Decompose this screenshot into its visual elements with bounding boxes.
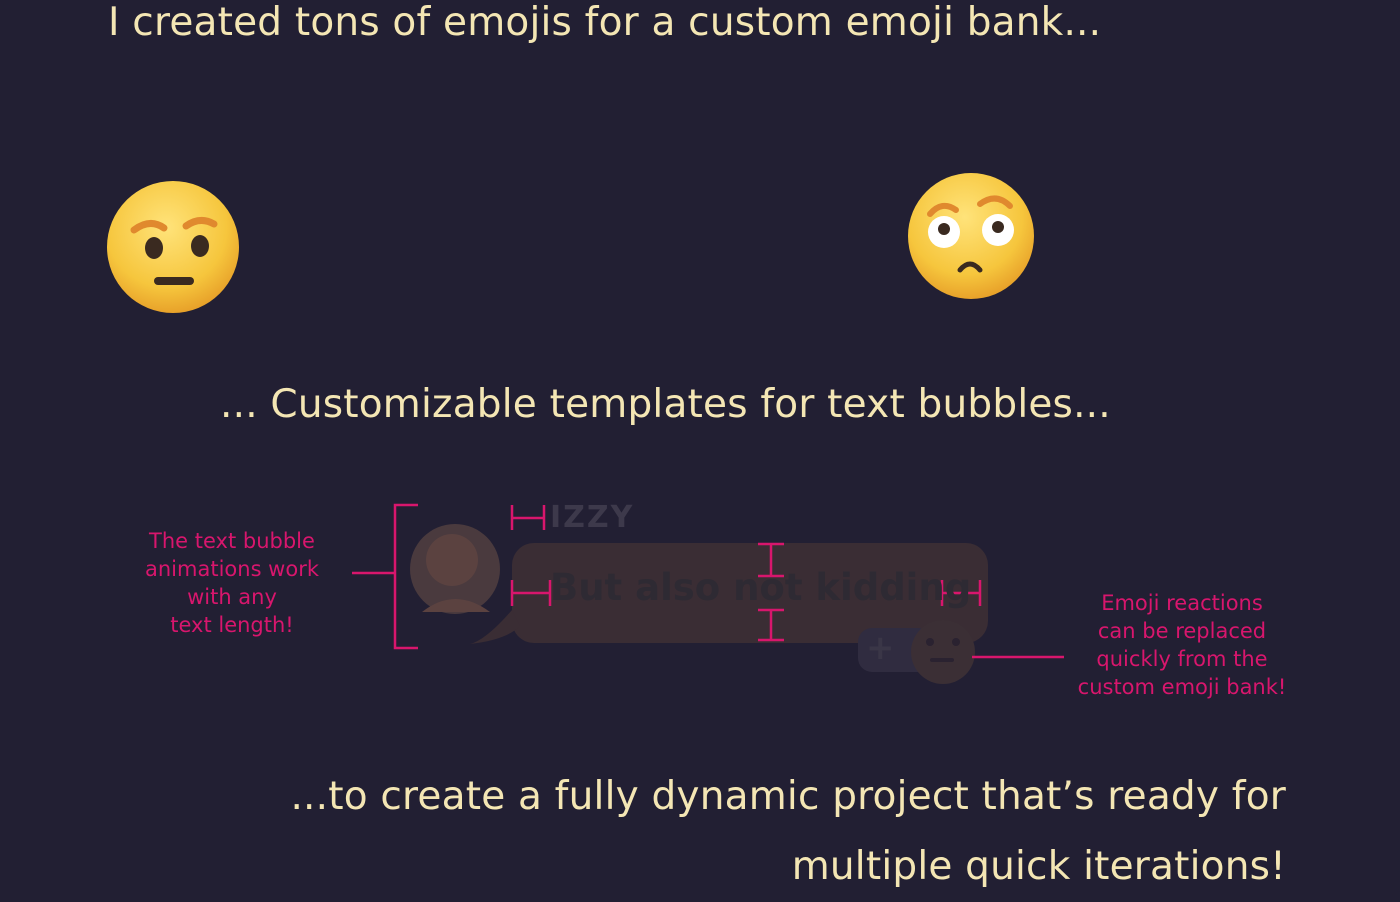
bubble-message-text: But also not kidding bbox=[550, 566, 972, 609]
headline-text-bubbles: ... Customizable templates for text bubb… bbox=[220, 382, 1111, 427]
note-line: with any bbox=[187, 585, 277, 609]
bubble-tail bbox=[470, 610, 520, 644]
note-line: The text bubble bbox=[149, 529, 315, 553]
headline-line: ...to create a fully dynamic project tha… bbox=[290, 774, 1286, 819]
note-line: quickly from the bbox=[1096, 647, 1268, 671]
note-line: Emoji reactions bbox=[1101, 591, 1263, 615]
note-line: can be replaced bbox=[1097, 619, 1267, 643]
note-line: custom emoji bank! bbox=[1077, 675, 1287, 699]
headline-emoji-bank: I created tons of emojis for a custom em… bbox=[108, 0, 1102, 45]
neutral-face-emoji-icon bbox=[911, 620, 975, 684]
annotation-lines bbox=[352, 503, 1064, 659]
suspicious-face-emoji-icon bbox=[107, 181, 239, 313]
note-line: animations work bbox=[145, 557, 319, 581]
bubble-body bbox=[512, 543, 988, 643]
annotation-emoji-reactions: Emoji reactions can be replaced quickly … bbox=[1058, 589, 1306, 701]
headline-line: multiple quick iterations! bbox=[791, 844, 1286, 889]
add-reaction-icon: + bbox=[866, 628, 895, 668]
worried-eyeroll-face-emoji-icon bbox=[908, 173, 1034, 299]
note-line: text length! bbox=[170, 613, 294, 637]
headline-dynamic-project: ...to create a fully dynamic project tha… bbox=[290, 762, 1286, 902]
bubble-username: IZZY bbox=[550, 500, 635, 535]
annotation-text-length: The text bubble animations work with any… bbox=[112, 527, 352, 639]
